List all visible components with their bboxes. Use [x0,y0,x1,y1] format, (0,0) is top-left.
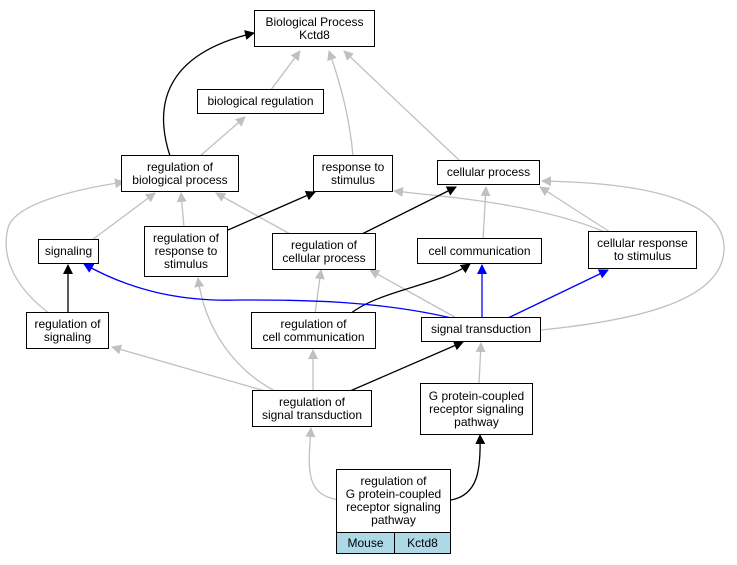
edge-regulation-of-signal-transduction-to-regulation-of-response-to-stimulus [194,277,276,392]
node-regulation-of-signaling[interactable]: regulation of signaling [26,312,109,349]
node-label: Kctd8 [299,27,330,42]
edge-signaling-to-regulation-of-biological-process [91,192,156,241]
edge-signal-transduction-to-cellular-process [540,176,725,331]
node-label: signal transduction [261,407,363,422]
node-regulation-of-response-to-stimulus[interactable]: regulation of response to stimulus [144,226,228,277]
edge-regulation-of-signal-transduction-to-regulation-of-signaling [111,344,273,394]
node-biological-process-kctd8[interactable]: Biological Process Kctd8 [254,10,375,47]
edge-regulation-of-cell-communication-to-regulation-of-cellular-process [314,269,325,315]
edge-biological-regulation-to-bp [269,50,301,92]
node-label: cellular response [597,236,688,250]
node-label: cellular process [282,250,366,265]
edge-regulation-of-cellular-process-regulates-cellular-process [361,186,457,235]
node-label: signaling [44,244,93,258]
node-label: cell communication [262,329,365,344]
node-label: receptor signaling [346,500,441,514]
edge-regulation-of-response-to-stimulus-regulates-response-to-stimulus [227,191,316,231]
node-label: stimulus [163,257,208,271]
node-label: regulation of [146,159,214,174]
node-signaling[interactable]: signaling [38,239,99,264]
edge-regulation-of-gpcr-pathway-regulates-gpcr-pathway [450,434,486,501]
node-cellular-process[interactable]: cellular process [437,160,540,185]
node-label: cellular process [446,165,531,179]
node-regulation-of-biological-process[interactable]: regulation of biological process [121,155,239,192]
edge-regulation-of-response-to-stimulus-to-regulation-of-biological-process [176,192,187,228]
node-label: pathway [371,513,416,527]
node-cell-communication[interactable]: cell communication [417,238,542,264]
node-label: biological regulation [207,94,314,108]
node-gpcr-pathway[interactable]: G protein-coupled receptor signaling pat… [420,383,533,435]
node-label: regulation of [280,316,347,331]
edge-regulation-of-cellular-process-to-regulation-of-biological-process [215,192,291,235]
node-label: regulation of [360,474,427,488]
node-label: Biological Process [265,14,364,29]
node-regulation-of-cellular-process[interactable]: regulation of cellular process [272,233,376,270]
node-regulation-of-signal-transduction[interactable]: regulation of signal transduction [252,390,372,427]
node-label: signal transduction [430,322,532,336]
node-label: regulation of [152,231,220,245]
node-label: response to [154,244,218,258]
node-label: biological process [132,172,228,187]
edge-signal-transduction-part-of-signaling [83,263,461,321]
node-label: G protein-coupled [428,388,525,403]
edge-gpcr-pathway-to-signal-transduction [475,342,486,385]
edge-cellular-process-to-bp [343,50,461,162]
node-label: pathway [454,414,499,429]
edge-regulation-of-signal-transduction-regulates-signal-transduction [349,340,464,392]
edge-cell-communication-to-cellular-process [480,186,491,241]
gene-cell-kctd8[interactable]: Kctd8 [394,532,451,554]
node-response-to-stimulus[interactable]: response to stimulus [313,155,393,192]
edge-signal-transduction-to-regulation-of-cellular-process [369,269,461,321]
edge-regulation-of-biological-process-to-biological-regulation [199,116,246,157]
edge-response-to-stimulus-to-bp [327,50,354,157]
edge-regulation-of-signaling-to-regulation-of-biological-process [5,178,125,315]
node-cellular-response-to-stimulus[interactable]: cellular response to stimulus [588,231,697,269]
organism-cell-mouse[interactable]: Mouse [336,532,395,554]
node-regulation-of-gpcr-pathway[interactable]: regulation of G protein-coupled receptor… [336,469,451,533]
edge-regulation-of-biological-process-regulates-bp [162,30,255,157]
node-label: regulation of [278,394,346,409]
node-biological-regulation[interactable]: biological regulation [197,89,324,114]
node-regulation-of-cell-communication[interactable]: regulation of cell communication [251,312,376,349]
node-label: to stimulus [613,249,672,263]
edge-cellular-response-to-stimulus-to-response-to-stimulus [393,186,606,233]
node-label: regulation of [34,316,101,331]
edge-regulation-of-gpcr-pathway-to-regulation-of-signal-transduction [305,427,340,501]
node-label: stimulus [330,172,375,187]
edge-cellular-response-to-stimulus-to-cellular-process [539,186,611,233]
node-label: cell communication [428,243,531,258]
node-label: signaling [43,329,92,344]
node-label: regulation of [290,237,358,252]
node-label: G protein-coupled [345,487,442,501]
edge-regulation-of-cell-communication-regulates-cell-communication [349,263,471,315]
edge-signal-transduction-part-of-cellular-response-to-stimulus [507,269,609,319]
node-label: response to [321,159,385,174]
node-label: receptor signaling [429,401,524,416]
node-signal-transduction[interactable]: signal transduction [421,317,541,342]
